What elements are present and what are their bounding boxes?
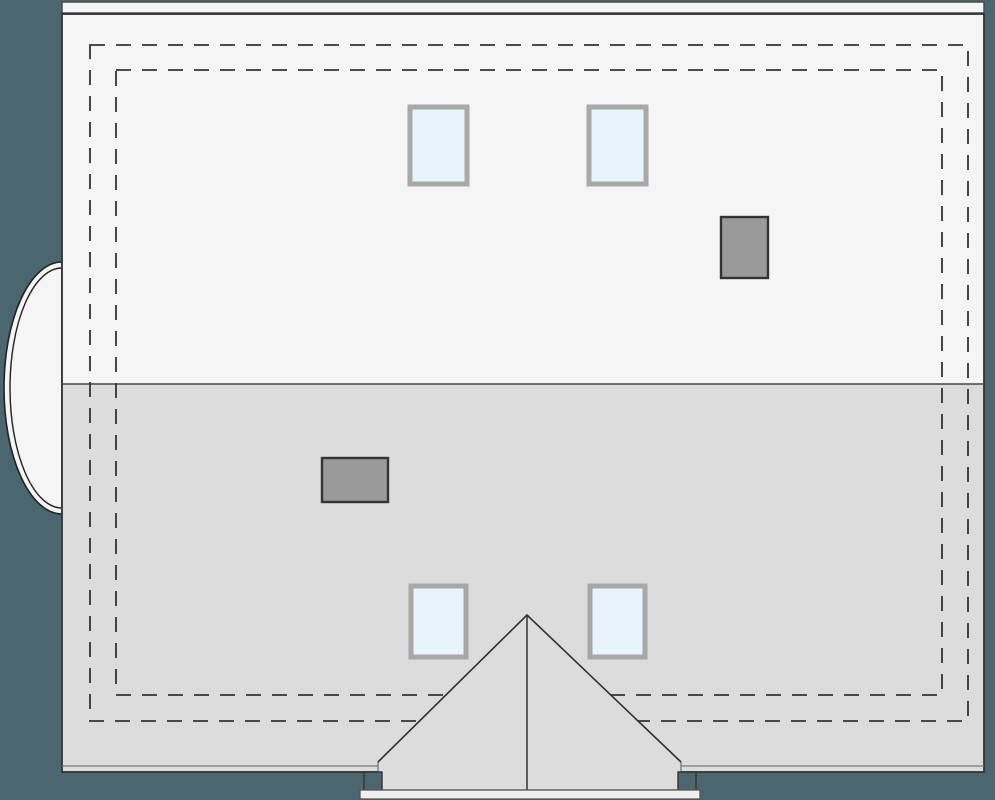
panel-lower-left xyxy=(320,456,390,504)
base-plinth xyxy=(359,789,701,800)
window-lower-right-glass xyxy=(593,589,642,654)
upper-storey-wall xyxy=(62,14,984,384)
apse-outer-arc xyxy=(3,261,63,515)
window-group xyxy=(407,104,649,660)
panel-upper-right xyxy=(719,215,770,280)
window-upper-left-glass xyxy=(413,110,464,181)
roof-cap-band xyxy=(61,1,985,14)
window-upper-right-glass xyxy=(592,110,643,181)
apse-inner-arc xyxy=(9,267,63,509)
setback-outer-boundary xyxy=(89,44,969,722)
panel-group xyxy=(320,215,770,504)
window-lower-left-glass xyxy=(414,589,463,654)
